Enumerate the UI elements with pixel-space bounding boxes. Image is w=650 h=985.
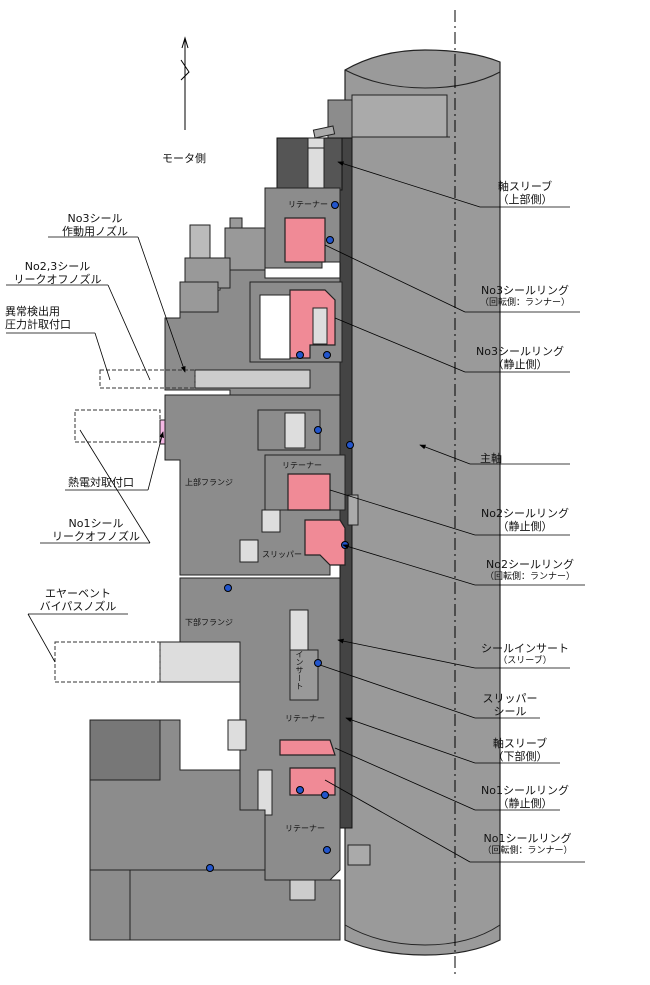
retainer-low-label: リテーナー <box>285 714 325 723</box>
no3-rotating-label: No3シールリング （回転側：ランナー） <box>470 284 580 310</box>
slipper-seal-label: スリッパー シール <box>475 692 545 718</box>
motor-side-label: モータ側 <box>162 152 206 165</box>
slipper-part-label: スリッパー <box>262 550 302 559</box>
main-shaft <box>344 10 501 975</box>
no3-nozzle-line2: 作動用ノズル <box>62 225 128 238</box>
slipper-seal-line1: スリッパー <box>482 692 538 705</box>
no1-leak-line2: リークオフノズル <box>52 530 140 543</box>
sleeve-lower-label: 軸スリーブ （下部側） <box>475 737 565 763</box>
no3-rotating-line2: （回転側：ランナー） <box>479 298 570 308</box>
thermo-port-label: 熱電対取付口 <box>68 476 134 489</box>
air-vent-line2: バイパスノズル <box>39 600 117 613</box>
main-shaft-label: 主軸 <box>480 452 502 465</box>
sleeve-upper-line1: 軸スリーブ <box>497 180 553 193</box>
no1-leak-label: No1シール リークオフノズル <box>40 517 152 543</box>
no1-static-line1: No1シールリング <box>481 784 569 797</box>
no3-nozzle-line1: No3シール <box>67 212 123 225</box>
pressure-port-line1: 異常検出用 <box>5 305 60 318</box>
air-vent-line1: エヤーベント <box>45 587 111 600</box>
seal-insert-label: シールインサート （スリーブ） <box>475 642 575 668</box>
insert-part-label: インサート <box>295 650 304 690</box>
retainer-bot-label: リテーナー <box>285 824 325 833</box>
pressure-port-label: 異常検出用 圧力計取付口 <box>5 305 71 331</box>
sleeve-upper-line2: （上部側） <box>497 193 553 206</box>
slipper-seal-line2: シール <box>493 705 527 718</box>
seal-insert-line2: （スリーブ） <box>498 656 552 666</box>
no2-rotating-line2: （回転側：ランナー） <box>484 572 575 582</box>
no1-rotating-label: No1シールリング （回転側：ランナー） <box>470 832 585 858</box>
no23-leak-line2: リークオフノズル <box>13 273 102 286</box>
upper-flange <box>164 394 359 576</box>
air-vent-label: エヤーベント バイパスノズル <box>28 587 128 613</box>
no2-static-line2: （静止側） <box>497 520 553 533</box>
no3-nozzle-label: No3シール 作動用ノズル <box>50 212 140 238</box>
lower-flange-label: 下部フランジ <box>185 618 233 627</box>
no1-rotating-line2: （回転側：ランナー） <box>482 846 573 856</box>
sleeve-upper-label: 軸スリーブ （上部側） <box>480 180 570 206</box>
no2-rotating-label: No2シールリング （回転側：ランナー） <box>475 558 585 584</box>
no23-leak-label: No2,3シール リークオフノズル <box>5 260 110 286</box>
no3-static-line2: （静止側） <box>492 358 548 371</box>
no1-static-label: No1シールリング （静止側） <box>475 784 575 810</box>
pressure-port-line2: 圧力計取付口 <box>5 318 71 331</box>
bottom-housing <box>89 719 341 941</box>
seal-insert-line1: シールインサート <box>481 642 569 655</box>
no3-static-ring <box>249 281 343 363</box>
no3-static-line1: No3シールリング <box>476 345 564 358</box>
leader-lines-left <box>6 236 186 663</box>
lower-flange <box>54 577 371 881</box>
no2-static-label: No2シールリング （静止側） <box>475 507 575 533</box>
sleeve-lower-line2: （下部側） <box>492 750 548 763</box>
retainer-top-label: リテーナー <box>288 200 328 209</box>
retainer-mid-label: リテーナー <box>282 461 322 470</box>
no2-static-line1: No2シールリング <box>481 507 569 520</box>
no3-static-label: No3シールリング （静止側） <box>470 345 570 371</box>
leader-lines-right <box>319 161 585 863</box>
motor-side-arrow <box>180 36 190 130</box>
no2-rotating-line1: No2シールリング <box>486 558 574 571</box>
no3-rotating-line1: No3シールリング <box>481 284 569 297</box>
no1-leak-line1: No1シール <box>68 517 124 530</box>
no1-static-line2: （静止側） <box>497 797 553 810</box>
no1-rotating-line1: No1シールリング <box>483 832 572 845</box>
no23-leak-line1: No2,3シール <box>24 260 91 273</box>
o-rings <box>206 201 354 872</box>
sleeve-lower-line1: 軸スリーブ <box>492 737 548 750</box>
upper-flange-label: 上部フランジ <box>185 478 233 487</box>
